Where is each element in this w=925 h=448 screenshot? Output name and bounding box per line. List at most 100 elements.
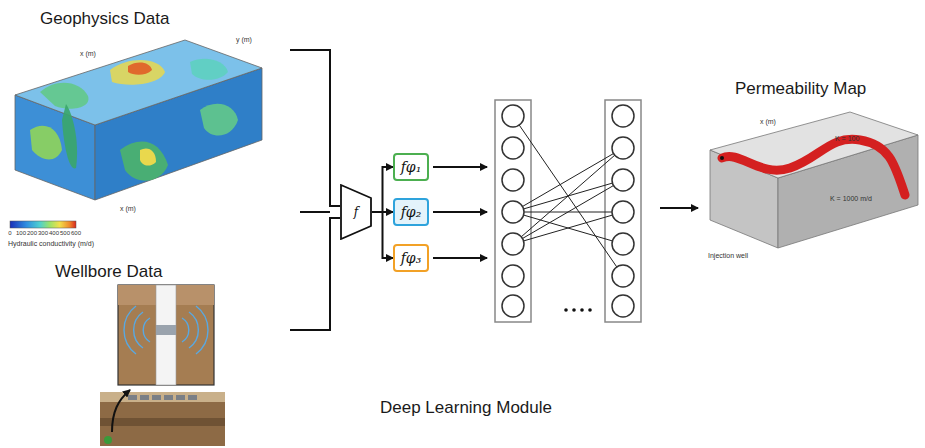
drawing-part xyxy=(433,257,487,259)
head-box: fφ₂ xyxy=(393,198,429,226)
drawing-part xyxy=(110,60,165,85)
node-label: fφ₂ xyxy=(401,204,422,220)
drawing-part xyxy=(104,436,112,444)
drawing-part xyxy=(572,308,576,312)
drawing-part xyxy=(433,211,487,213)
drawing-part xyxy=(612,233,634,255)
output-arrow xyxy=(660,207,698,209)
drawing-part xyxy=(176,395,185,400)
drawing-part xyxy=(120,142,168,181)
drawing-part xyxy=(502,105,634,317)
axis-label: 0 xyxy=(8,230,11,237)
drawing-part xyxy=(190,59,228,80)
node-label: fφ₃ xyxy=(401,250,422,266)
drawing-part xyxy=(502,265,524,287)
drawing-part xyxy=(612,105,634,127)
trapezoid-shape xyxy=(341,185,371,239)
drawing-part xyxy=(513,116,623,276)
drawing-part xyxy=(152,395,161,400)
drawing-part xyxy=(128,395,197,400)
drawing-part xyxy=(502,201,524,223)
permeability-block xyxy=(710,112,918,248)
module-caption: Deep Learning Module xyxy=(380,398,552,418)
panel-heading: Wellbore Data xyxy=(45,258,290,446)
drawing-part xyxy=(189,312,198,348)
encoder-trapezoid: f xyxy=(340,184,372,240)
axis-label: 100 xyxy=(16,230,26,237)
drawing-part xyxy=(10,221,76,228)
drawing-part xyxy=(164,395,173,400)
panel-title: Wellbore Data xyxy=(55,262,290,282)
drawing-part xyxy=(612,169,634,191)
drawing-part xyxy=(196,306,208,354)
drawing-part xyxy=(502,137,524,159)
node-label: f xyxy=(354,205,358,219)
drawing-part xyxy=(513,116,623,276)
drawing-part xyxy=(100,418,225,426)
drawing-part xyxy=(605,100,641,322)
axis-label: 200 xyxy=(27,230,37,237)
drawing-part xyxy=(612,137,634,159)
axis-label: 300 xyxy=(38,230,48,237)
feed-arrows xyxy=(433,167,487,258)
axis-label: 400 xyxy=(49,230,59,237)
drawing-part xyxy=(112,390,130,432)
axis-label: Hydraulic conductivity (m/d) xyxy=(8,240,94,248)
connector xyxy=(290,50,340,206)
drawing-part xyxy=(40,83,88,109)
drawing-part xyxy=(140,149,156,166)
drawing-part xyxy=(564,308,592,312)
drawing-part xyxy=(124,306,136,354)
drawing-part xyxy=(722,139,905,195)
axis-label: 500 xyxy=(60,230,70,237)
drawing-part xyxy=(588,308,592,312)
drawing-part xyxy=(100,392,225,402)
drawing-part xyxy=(580,308,584,312)
drawing-part xyxy=(156,325,176,335)
connector xyxy=(372,212,393,258)
head-box: fφ₁ xyxy=(393,153,429,181)
axis-label: y (m) xyxy=(236,36,252,44)
drawing-part xyxy=(433,166,487,168)
drawing-part xyxy=(140,395,149,400)
geophysics-block xyxy=(10,40,262,228)
neural-network xyxy=(495,100,641,322)
drawing-part xyxy=(143,318,150,342)
drawing-part xyxy=(502,233,524,255)
wellbore-illustration xyxy=(100,285,225,446)
axis-label: x (m) xyxy=(760,118,776,126)
drawing-part xyxy=(720,156,724,160)
drawing-part xyxy=(612,295,634,317)
drawing-part xyxy=(513,148,623,212)
axis-label: x (m) xyxy=(120,205,136,213)
panel-title: Permeability Map xyxy=(735,79,920,99)
drawing-part xyxy=(502,169,524,191)
panel-title: Geophysics Data xyxy=(40,9,290,29)
connector xyxy=(372,167,393,212)
drawing-part xyxy=(30,126,62,160)
drawing-part xyxy=(564,308,568,312)
drawing-part xyxy=(200,104,238,136)
drawing-part xyxy=(156,285,176,385)
drawing-part xyxy=(502,295,524,317)
drawing-part xyxy=(495,100,531,322)
connector xyxy=(290,218,340,330)
drawing-part xyxy=(513,180,623,244)
drawing-part xyxy=(100,392,225,446)
drawing-part xyxy=(710,112,918,178)
drawing-part xyxy=(513,148,623,244)
drawing-part xyxy=(124,306,208,354)
head-box: fφ₃ xyxy=(393,244,429,272)
drawing-part xyxy=(612,265,634,287)
axis-label: x (m) xyxy=(80,50,96,58)
drawing-part xyxy=(134,312,143,348)
drawing-part xyxy=(128,395,137,400)
drawing-part xyxy=(612,201,634,223)
drawing-part xyxy=(62,104,77,168)
axis-label: Injection well xyxy=(708,252,748,260)
bracket-stub xyxy=(300,211,330,213)
drawing-part xyxy=(513,212,623,244)
drawing-part xyxy=(513,212,623,244)
